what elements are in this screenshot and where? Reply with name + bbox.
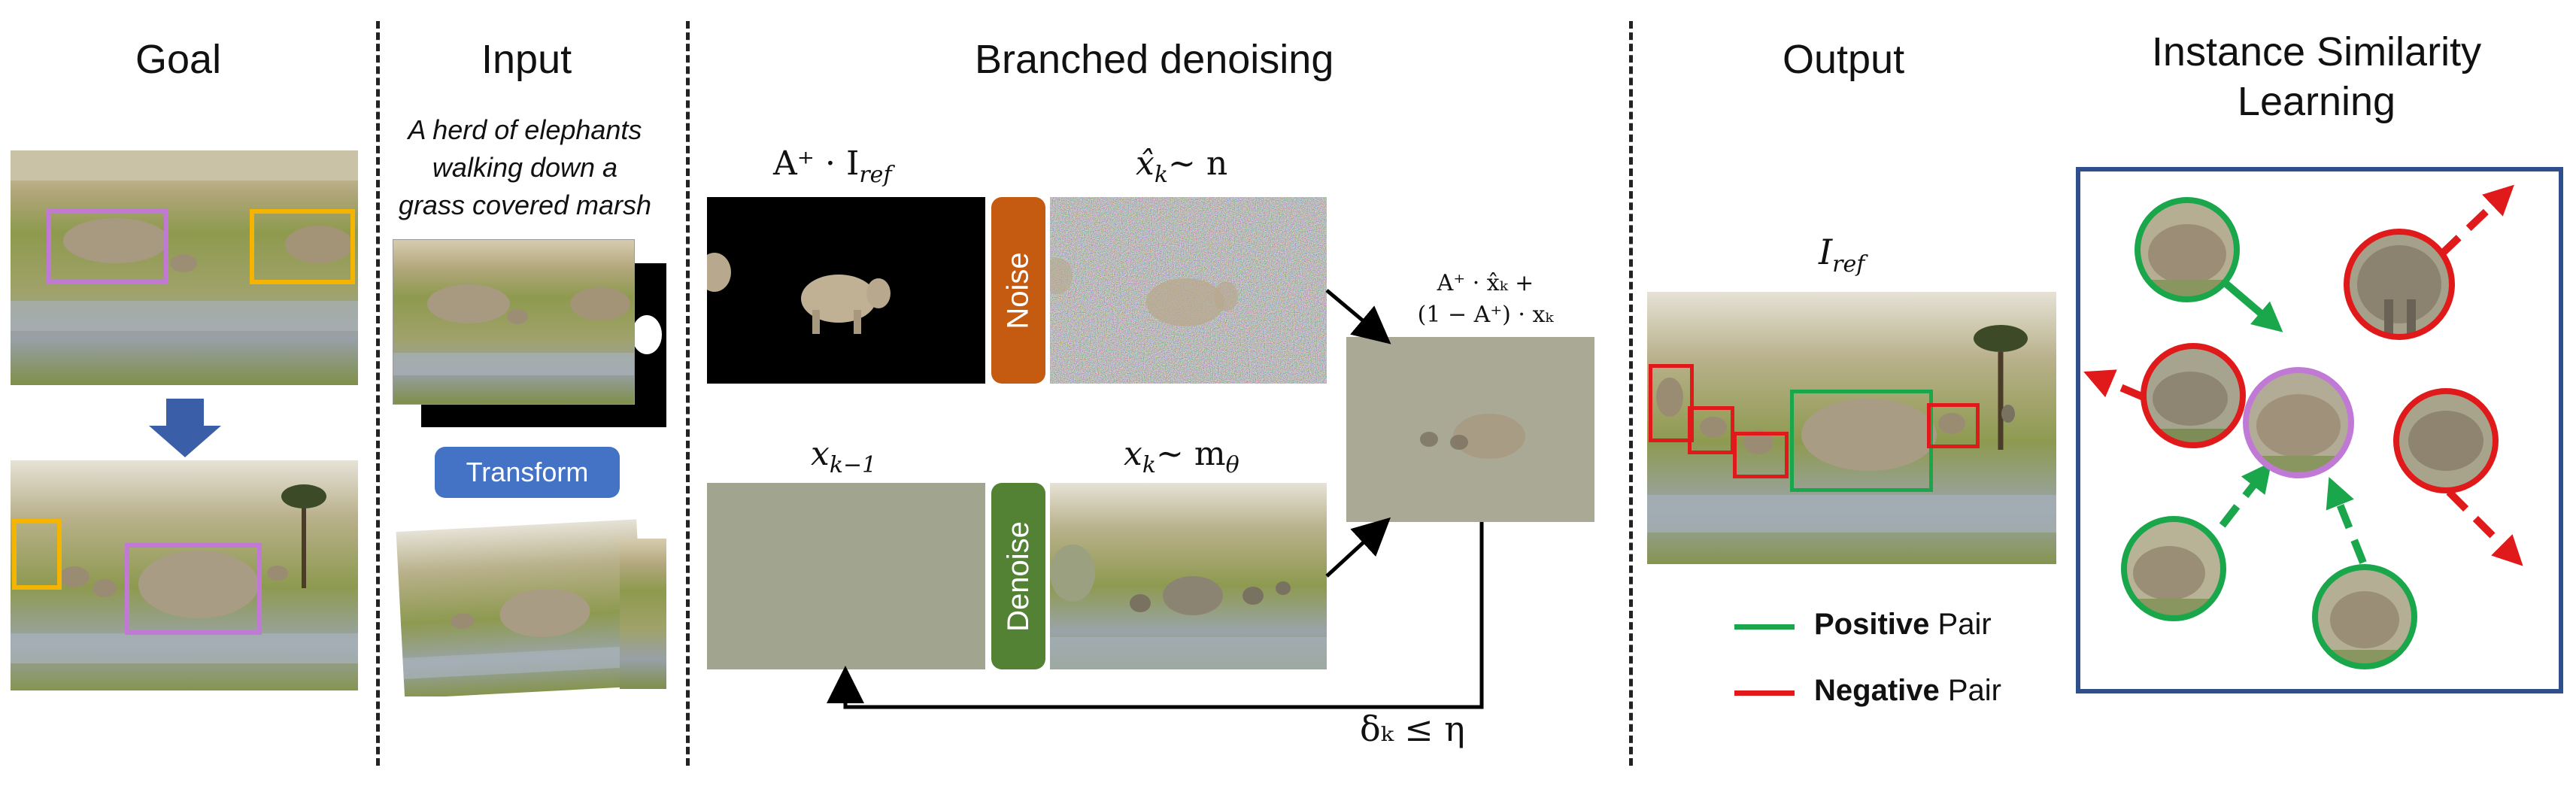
orange-bbox [250, 209, 355, 284]
output-title: Output [1783, 37, 1905, 82]
stop-condition: δₖ ≤ η [1360, 709, 1465, 749]
negative-instance-right [2393, 388, 2499, 493]
xhat-k-label: x̂k~ n [1136, 144, 1228, 188]
orange-bbox [12, 519, 62, 590]
divider-2 [686, 21, 690, 766]
input-caption: A herd of elephants walking down a grass… [398, 114, 652, 220]
negative-instance-top-right [2344, 229, 2455, 340]
red-bbox [1733, 432, 1789, 478]
anchor-instance [2243, 367, 2354, 478]
goal-result-image [11, 460, 358, 690]
output-image [1647, 292, 2056, 564]
divider-1 [376, 21, 380, 766]
x-k-label: xk~ mθ [1124, 435, 1239, 478]
branched-denoising-title: Branched denoising [975, 37, 1334, 82]
blend-formula: A⁺ · x̂ₖ + (1 − A⁺) · xₖ [1417, 270, 1554, 328]
instance-similarity-title: Instance Similarity Learning [2151, 29, 2482, 124]
transform-button[interactable]: Transform [435, 447, 620, 498]
purple-bbox [125, 543, 262, 635]
transformed-input-image [394, 516, 666, 696]
negative-instance-left [2141, 343, 2246, 448]
legend-positive-line [1734, 624, 1795, 630]
down-arrow [147, 399, 223, 459]
goal-title: Goal [135, 37, 222, 82]
legend-negative-line [1734, 690, 1795, 696]
divider-3 [1629, 21, 1633, 766]
x-k-minus-1-label: xk−1 [811, 435, 877, 478]
red-bbox [1649, 364, 1694, 442]
noised-masked-image [1050, 197, 1327, 384]
legend-negative: Negative Pair [1814, 674, 2001, 707]
red-bbox [1688, 406, 1734, 454]
legend-positive: Positive Pair [1814, 608, 1992, 641]
red-bbox [1927, 403, 1980, 448]
positive-instance-top [2135, 197, 2240, 302]
similarity-frame [2076, 167, 2563, 693]
purple-bbox [47, 209, 168, 284]
input-image [393, 239, 635, 405]
noise-tab: Noise [991, 197, 1045, 384]
masked-ref-image [707, 197, 985, 384]
iref-label: Iref [1819, 232, 1865, 278]
denoise-tab: Denoise [991, 483, 1045, 669]
blended-image [1346, 337, 1594, 522]
green-bbox [1790, 390, 1933, 492]
goal-source-image [11, 150, 358, 385]
positive-instance-bottom-left [2121, 516, 2226, 621]
denoised-image [1050, 483, 1327, 669]
positive-instance-bottom-right [2312, 564, 2417, 669]
input-title: Input [481, 37, 572, 82]
masked-ref-label: A⁺ · Iref [773, 144, 892, 188]
x-k-minus-1-noise-image [707, 483, 985, 669]
